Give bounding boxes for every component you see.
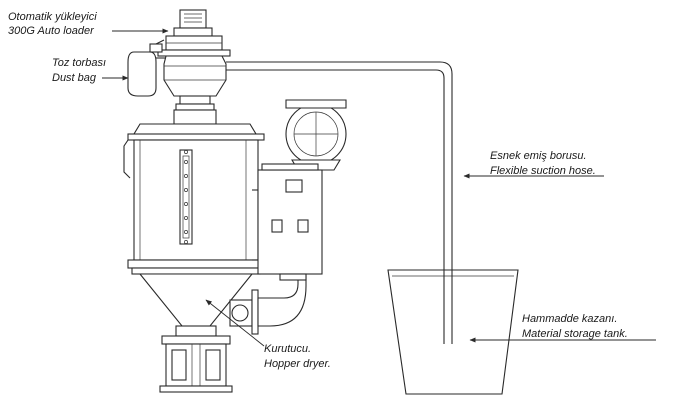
label-hopper-dryer: Kurutucu. Hopper dryer. [205,299,331,370]
suction-hose-label-tr: Esnek emiş borusu. [490,150,587,162]
auto-loader-label-tr: Otomatik yükleyici [8,11,97,23]
label-storage-tank: Hammadde kazanı. Material storage tank. [469,313,656,343]
hopper-dryer [123,109,307,393]
hopper-dryer-label-tr: Kurutucu. [264,343,311,355]
hopper-dryer-leader [205,299,265,347]
auto-loader [127,9,453,345]
auto-loader-label-en: 300G Auto loader [8,25,95,37]
hopper-dryer-label-en: Hopper dryer. [264,358,331,370]
material-storage-tank [387,269,519,395]
storage-tank-label-en: Material storage tank. [522,328,628,340]
label-auto-loader: Otomatik yükleyici 300G Auto loader [8,11,169,37]
suction-hose-label-en: Flexible suction hose. [490,165,596,177]
label-dust-bag: Toz torbası Dust bag [52,57,129,84]
storage-tank-label-tr: Hammadde kazanı. [522,313,617,325]
label-suction-hose: Esnek emiş borusu. Flexible suction hose… [463,150,604,179]
blower-control-unit [252,99,347,281]
dust-bag-label-tr: Toz torbası [52,57,106,69]
dust-bag-label-en: Dust bag [52,72,97,84]
